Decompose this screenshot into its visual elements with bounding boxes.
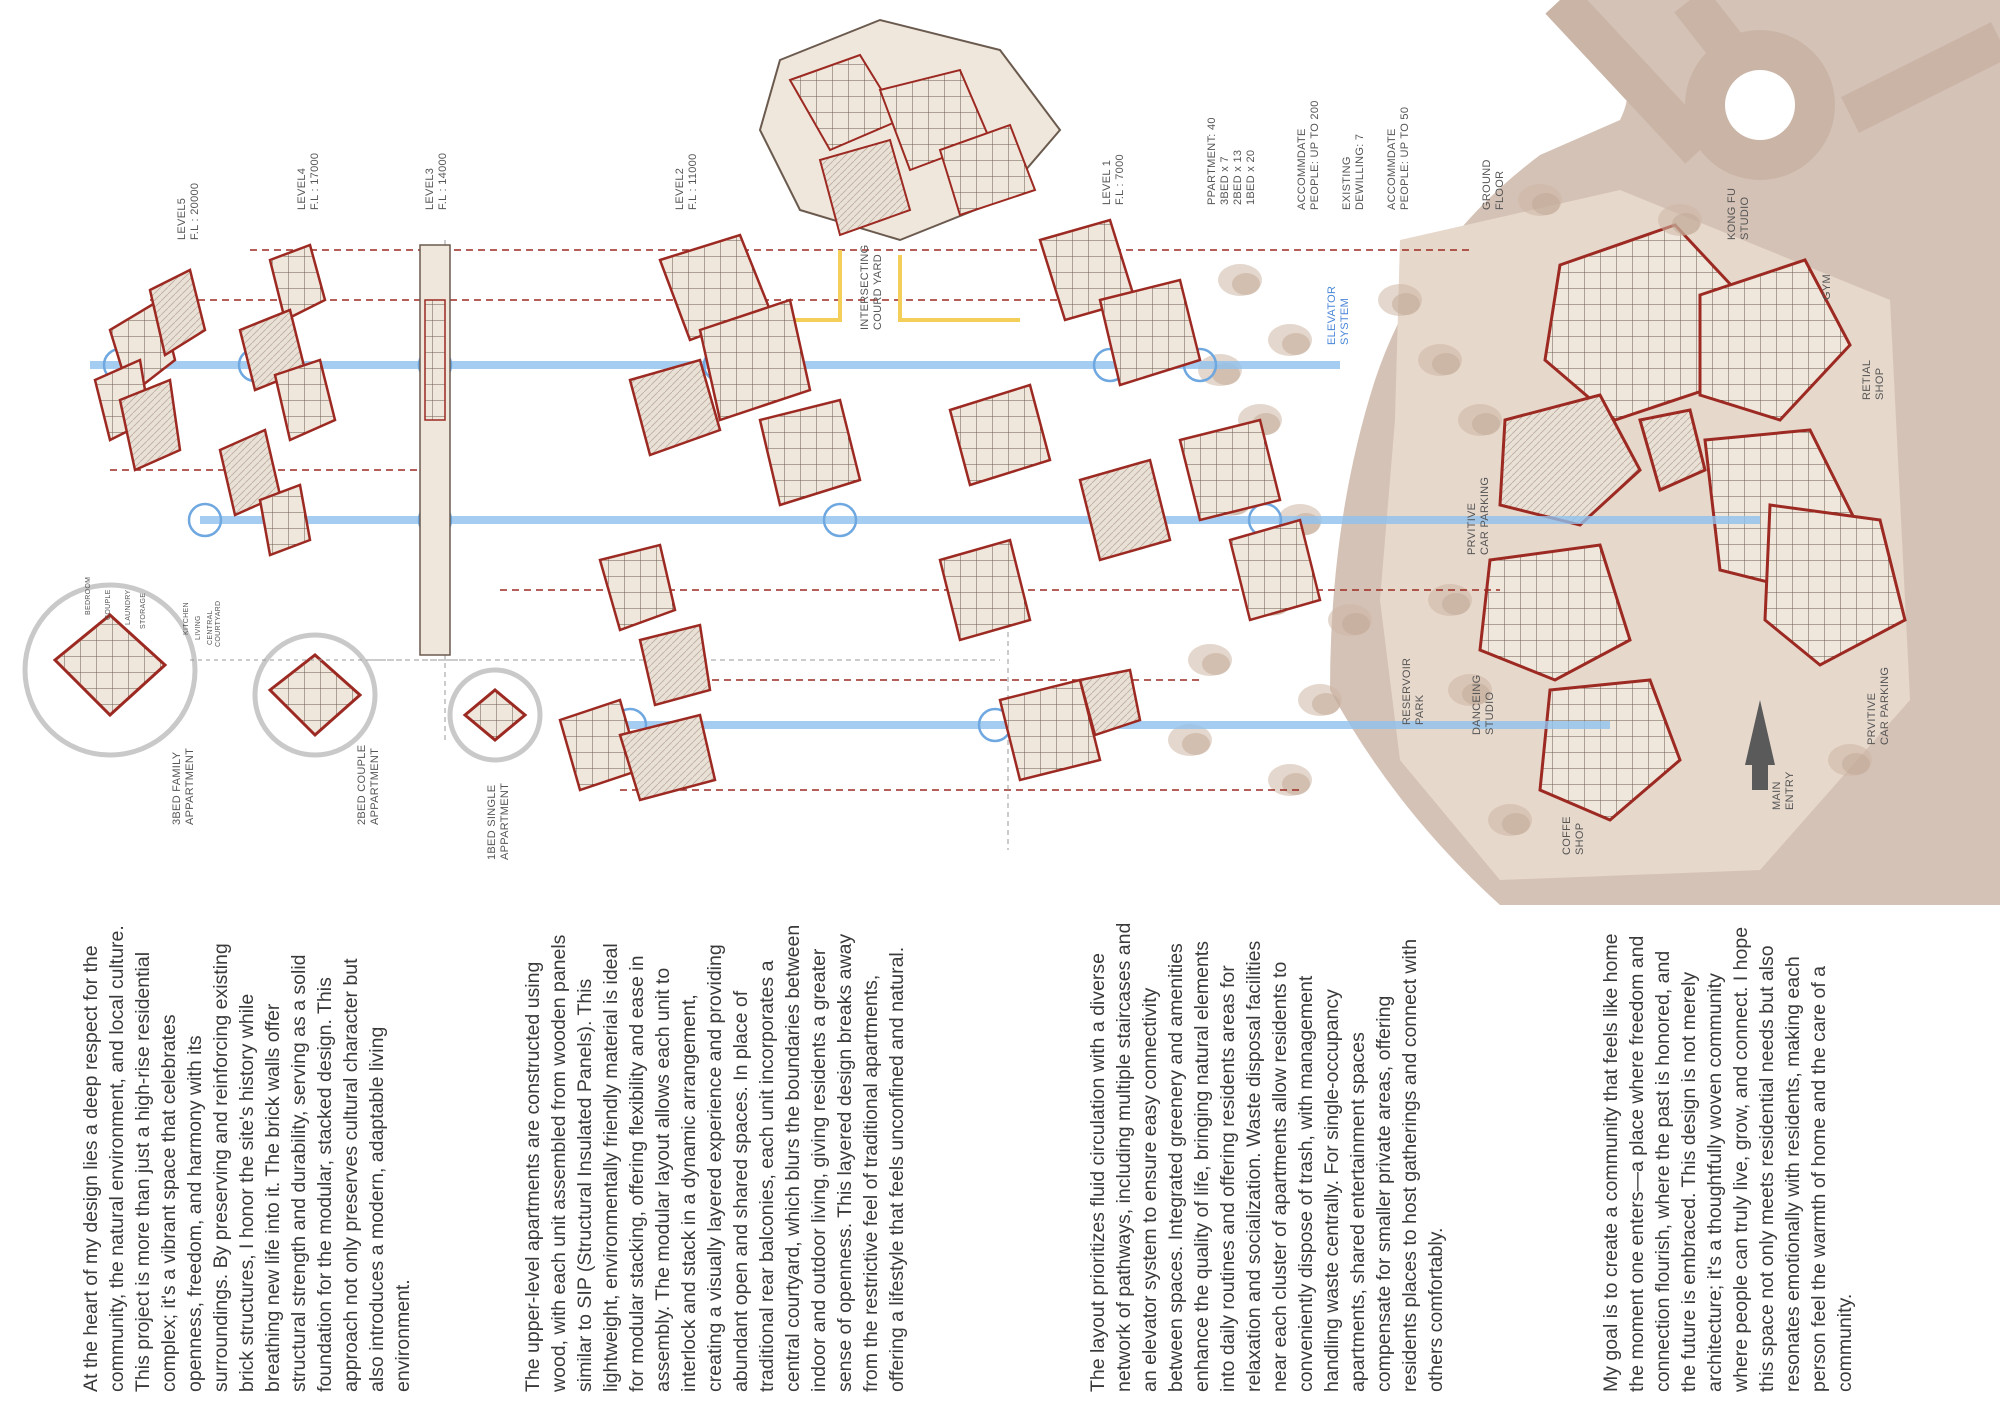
room-label-central: CENTRAL: [207, 610, 214, 645]
level1-label-1: F.L : 7000: [1114, 154, 1126, 205]
site-retail-1: SHOP: [1874, 368, 1886, 400]
site-coffee-1: SHOP: [1574, 823, 1586, 855]
site-coffee-0: COFFE: [1561, 816, 1573, 855]
elevator-label-0: ELEVATOR: [1326, 286, 1338, 345]
level4-cluster: [218, 243, 337, 557]
stat-apartments-0: PPARTMENT: 40: [1206, 117, 1218, 205]
room-label-couple: COUPLE: [105, 589, 112, 620]
unit-two-bed-0: 2BED COUPLE: [356, 745, 368, 825]
courtyard-label-1: COURD YARD: [872, 254, 884, 330]
stat-apartments-1: 3BED x 7: [1219, 156, 1231, 205]
unit-one-bed-0: 1BED SINGLE: [486, 785, 498, 860]
stat-apartments-3: 1BED x 20: [1245, 150, 1257, 205]
road-right: [1841, 22, 2000, 133]
site-main-entry-1: ENTRY: [1784, 771, 1796, 810]
stat-accommodate50-1: PEOPLE: UP TO 50: [1399, 107, 1411, 210]
ground-label-0: GROUND: [1481, 159, 1493, 210]
stat-accommodate200-1: PEOPLE: UP TO 200: [1309, 100, 1321, 210]
level2-cluster: [558, 233, 862, 802]
site-reservoir-0: RESERVOIR: [1401, 658, 1413, 725]
level1-label-0: LEVEL 1: [1101, 160, 1113, 205]
level4-label-1: F.L : 17000: [309, 153, 321, 210]
paragraph-vision: My goal is to create a community that fe…: [1600, 926, 1856, 1392]
site-parking2-1: CAR PARKING: [1879, 667, 1891, 745]
courtyard-label-0: INTERSECTING: [859, 245, 871, 331]
axonometric-stack: [758, 18, 1062, 242]
paragraph-materials: The upper-level apartments are construct…: [522, 924, 908, 1392]
ground-label-1: FLOOR: [1494, 171, 1506, 210]
level3-label-0: LEVEL3: [424, 168, 436, 210]
level5-cluster: [93, 268, 207, 472]
paragraph-heritage: At the heart of my design lies a deep re…: [80, 925, 414, 1392]
room-label-living: LIVING: [195, 615, 202, 640]
site-parking1-0: PRVITIVE: [1466, 503, 1478, 555]
site-gym-0: GYM: [1821, 274, 1833, 300]
stat-accommodate200-0: ACCOMMDATE: [1296, 128, 1308, 210]
stat-accommodate50-0: ACCOMMDATE: [1386, 128, 1398, 210]
site-main-entry-0: MAIN: [1771, 781, 1783, 810]
level5-label-0: LEVEL5: [176, 198, 188, 240]
site-kongfu-0: KONG FU: [1726, 188, 1738, 240]
site-parking2-0: PRVITIVE: [1866, 693, 1878, 745]
roundabout-island: [1725, 70, 1795, 140]
room-label-bedroom: BEDROOM: [85, 577, 92, 615]
level1-cluster: [938, 218, 1322, 782]
site-dancing-1: STUDIO: [1484, 692, 1496, 735]
site-ground-plan: [1330, 0, 2000, 905]
level4-label-0: LEVEL4: [296, 168, 308, 210]
unit-one-bed-1: APPARTMENT: [499, 783, 511, 860]
stat-apartments-2: 2BED x 13: [1232, 150, 1244, 205]
stat-existing-1: DEWILLING: 7: [1354, 134, 1366, 210]
level3-label-1: F.L : 14000: [437, 153, 449, 210]
site-kongfu-1: STUDIO: [1739, 197, 1751, 240]
unit-three-bed-0: 3BED FAMILY: [171, 751, 183, 825]
paragraph-circulation: The layout prioritizes fluid circulation…: [1087, 922, 1447, 1392]
room-label-laundry: LAUNDRY: [125, 590, 132, 625]
room-label-courtyard: COURTYARD: [215, 601, 222, 647]
site-dancing-0: DANCEING: [1471, 675, 1483, 735]
site-parking1-1: CAR PARKING: [1479, 477, 1491, 555]
level3-cluster: [419, 244, 451, 656]
level2-label-0: LEVEL2: [674, 168, 686, 210]
unit-three-bed-1: APPARTMENT: [184, 748, 196, 825]
site-reservoir-1: PARK: [1414, 694, 1426, 725]
level5-label-1: F.L : 20000: [189, 183, 201, 240]
site-retail-0: RETIAL: [1861, 360, 1873, 400]
elevator-label-1: SYSTEM: [1339, 298, 1351, 345]
site-buildings: [1478, 223, 1907, 822]
level2-label-1: F.L : 11000: [687, 153, 699, 210]
rotated-labels: LEVEL5 F.L : 20000 LEVEL4 F.L : 17000 LE…: [85, 100, 1891, 860]
unit-two-bed-1: APPARTMENT: [369, 748, 381, 825]
room-label-storage: STORAGE: [140, 593, 147, 629]
stat-existing-0: EXISTING: [1341, 156, 1353, 210]
main-entry-arrow: [1745, 700, 1775, 790]
unit-callouts: [22, 582, 543, 763]
room-label-kitchen: KITCHEN: [183, 602, 190, 635]
